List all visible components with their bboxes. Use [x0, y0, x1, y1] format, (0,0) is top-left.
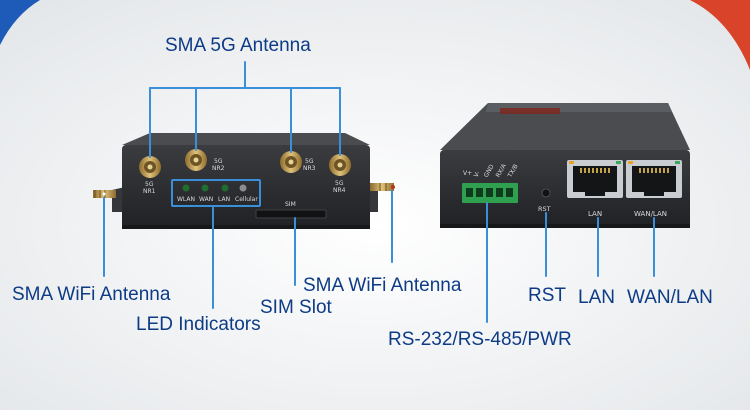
label-sma-wifi-antenna-right: SMA WiFi Antenna [303, 275, 462, 296]
svg-text:NR3: NR3 [303, 165, 316, 172]
antenna-5g-nr3: 5G NR3 [280, 151, 316, 173]
led-indicators: WLAN WAN LAN Cellular [177, 184, 258, 203]
svg-text:WAN: WAN [199, 196, 213, 203]
leader-lines [103, 61, 655, 323]
label-sim-slot: SIM Slot [260, 297, 332, 318]
svg-text:WLAN: WLAN [177, 196, 195, 203]
corner-accent-right [690, 0, 750, 70]
svg-text:NR1: NR1 [143, 188, 156, 195]
reset-button: RST [538, 188, 551, 213]
svg-text:SIM: SIM [285, 201, 296, 208]
svg-text:RST: RST [538, 205, 551, 213]
router-front-view: 5G NR1 5G NR2 5G NR3 5G NR4 [93, 133, 395, 229]
svg-text:5G: 5G [305, 158, 314, 165]
corner-accent-left [0, 0, 40, 45]
label-sma-5g-antenna: SMA 5G Antenna [165, 35, 311, 56]
svg-text:NR4: NR4 [333, 187, 346, 194]
antenna-5g-nr4: 5G NR4 [329, 154, 351, 194]
label-rst: RST [528, 285, 566, 306]
svg-text:5G: 5G [145, 181, 154, 188]
sim-slot: SIM [255, 201, 327, 219]
wifi-antenna-right [370, 183, 395, 191]
label-sma-wifi-antenna-left: SMA WiFi Antenna [12, 284, 171, 305]
svg-text:V+: V+ [463, 170, 472, 177]
label-led-indicators: LED Indicators [136, 314, 261, 335]
svg-text:5G: 5G [335, 180, 344, 187]
wifi-antenna-left [93, 190, 116, 198]
antenna-5g-nr1: 5G NR1 [139, 156, 161, 195]
lan-port: LAN [567, 160, 623, 218]
svg-text:WAN/LAN: WAN/LAN [634, 210, 667, 218]
svg-text:5G: 5G [214, 158, 223, 165]
svg-text:V-: V- [473, 170, 482, 179]
svg-text:LAN: LAN [588, 210, 602, 218]
svg-text:Cellular: Cellular [235, 196, 258, 203]
wan-lan-port: WAN/LAN [626, 160, 682, 218]
label-lan: LAN [578, 287, 615, 308]
label-rs232-rs485-pwr: RS-232/RS-485/PWR [388, 329, 572, 350]
svg-text:LAN: LAN [218, 196, 230, 203]
label-wan-lan: WAN/LAN [627, 287, 713, 308]
antenna-5g-nr2: 5G NR2 [185, 149, 225, 172]
router-back-view: V+ V- GND RX/A TX/B RST [440, 103, 690, 228]
svg-text:NR2: NR2 [212, 165, 225, 172]
